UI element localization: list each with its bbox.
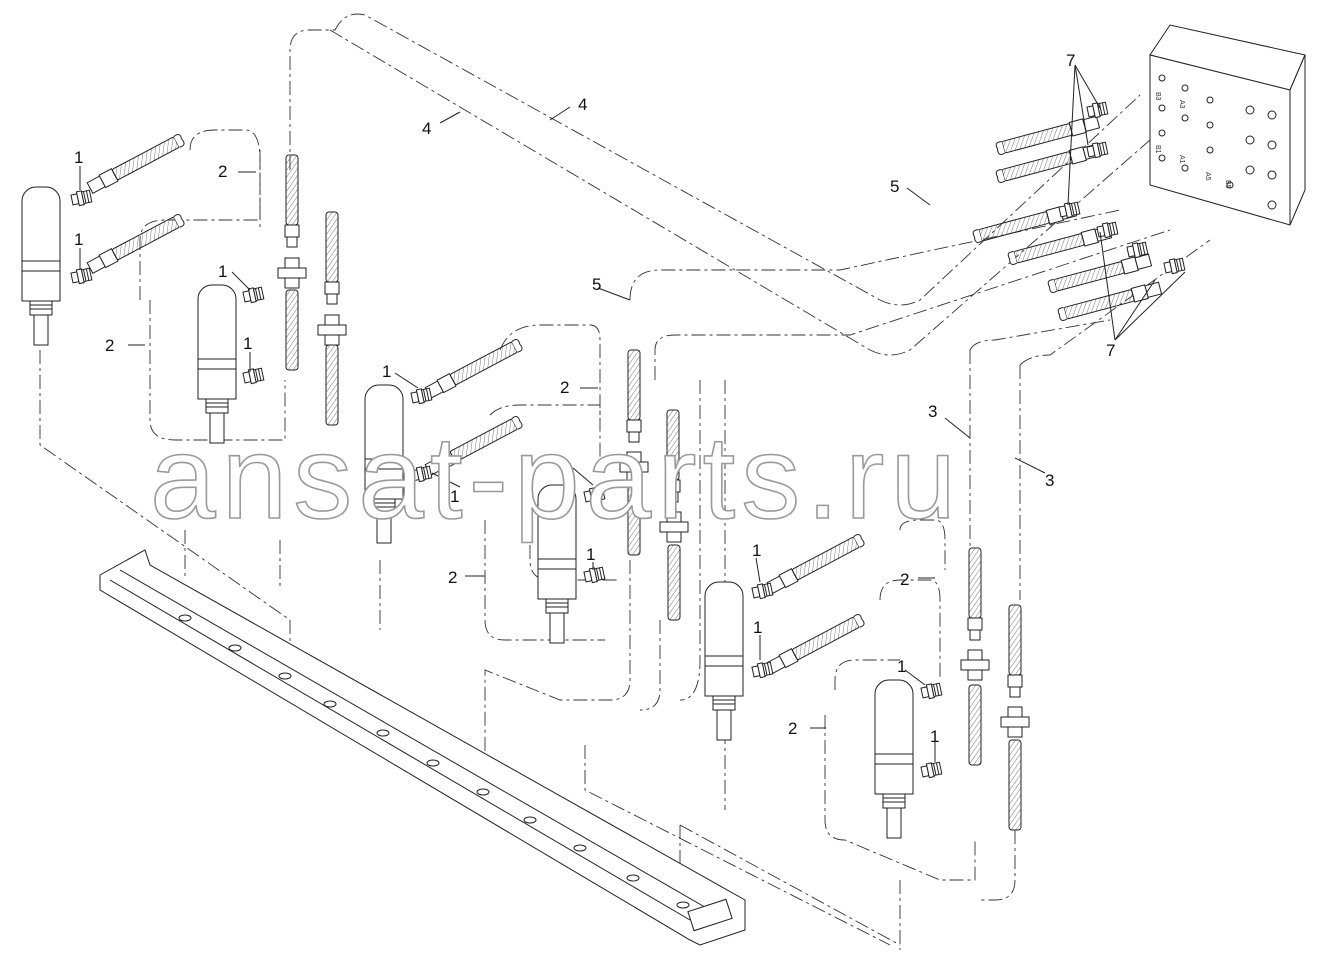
callout-1b: 1 (74, 230, 83, 249)
port-label-b5: B5 (1224, 180, 1231, 189)
mounting-rail (99, 549, 746, 946)
callout-1k: 1 (897, 657, 906, 676)
port-label-b3: B3 (1154, 92, 1161, 101)
callout-2a: 2 (218, 162, 227, 181)
vertical-hose-assemblies (277, 154, 1030, 831)
callouts: 1 1 2 2 1 1 4 4 5 5 1 2 1 1 1 2 1 1 2 1 … (74, 51, 1115, 746)
callout-1i: 1 (752, 541, 761, 560)
callout-1g: 1 (450, 487, 459, 506)
callout-4b: 4 (578, 95, 587, 114)
callout-1d: 1 (243, 334, 252, 353)
port-label-a1: A1 (1178, 155, 1185, 164)
leader-lines (79, 64, 1186, 762)
callout-3b: 3 (1045, 471, 1054, 490)
callout-1j: 1 (753, 618, 762, 637)
callout-1a: 1 (74, 148, 83, 167)
port-label-b1: B1 (1154, 145, 1161, 154)
callout-2b: 2 (105, 336, 114, 355)
callout-2e: 2 (900, 570, 909, 589)
callout-1c: 1 (218, 262, 227, 281)
callout-7a: 7 (1066, 51, 1075, 70)
watermark-text: ansat-parts.ru (150, 412, 962, 544)
callout-5b: 5 (890, 177, 899, 196)
callout-1e: 1 (382, 362, 391, 381)
callout-5a: 5 (592, 275, 601, 294)
port-label-a3: A3 (1178, 100, 1185, 109)
callout-4a: 4 (422, 119, 431, 138)
callout-7b: 7 (1106, 341, 1115, 360)
callout-2d: 2 (448, 568, 457, 587)
callout-1f: 1 (560, 458, 569, 477)
callout-2f: 2 (788, 719, 797, 738)
cylinder-6 (874, 679, 914, 839)
port-label-a5: A5 (1204, 172, 1211, 181)
callout-1h: 1 (586, 545, 595, 564)
cylinder-5 (704, 581, 744, 741)
callout-3a: 3 (928, 402, 937, 421)
hoses (86, 114, 1163, 675)
callout-2c: 2 (560, 378, 569, 397)
callout-1l: 1 (930, 727, 939, 746)
valve-manifold: B3 A3 B1 A1 A5 B5 (1149, 24, 1306, 226)
cylinder-1 (21, 186, 61, 346)
